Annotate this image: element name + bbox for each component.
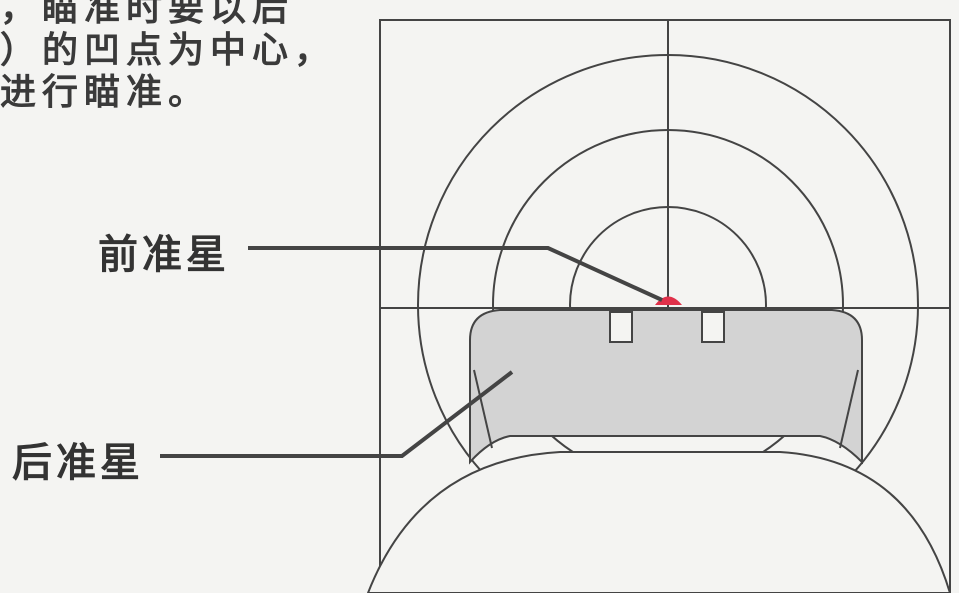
rear-sight-block (469, 309, 863, 465)
rear-sight-label: 后准星 (12, 440, 144, 486)
rear-sight-notch-left (609, 311, 633, 343)
caption-text: ，瞄准时要以后 ）的凹点为中心， 进行瞄准。 (0, 0, 380, 114)
rear-sight-left-bevel (473, 369, 493, 449)
caption-line-1: ，瞄准时要以后 (0, 0, 295, 29)
sight-frame (379, 19, 951, 593)
rear-sight-leader (160, 370, 514, 458)
rear-sight-right-bevel (839, 369, 859, 449)
rear-sight-notch-right (701, 311, 725, 343)
caption-line-2: ）的凹点为中心， (0, 30, 337, 71)
caption-line-3: 进行瞄准。 (0, 72, 211, 113)
gun-body (366, 451, 952, 593)
front-sight-leader (248, 246, 663, 302)
front-sight-label: 前准星 (98, 232, 230, 278)
